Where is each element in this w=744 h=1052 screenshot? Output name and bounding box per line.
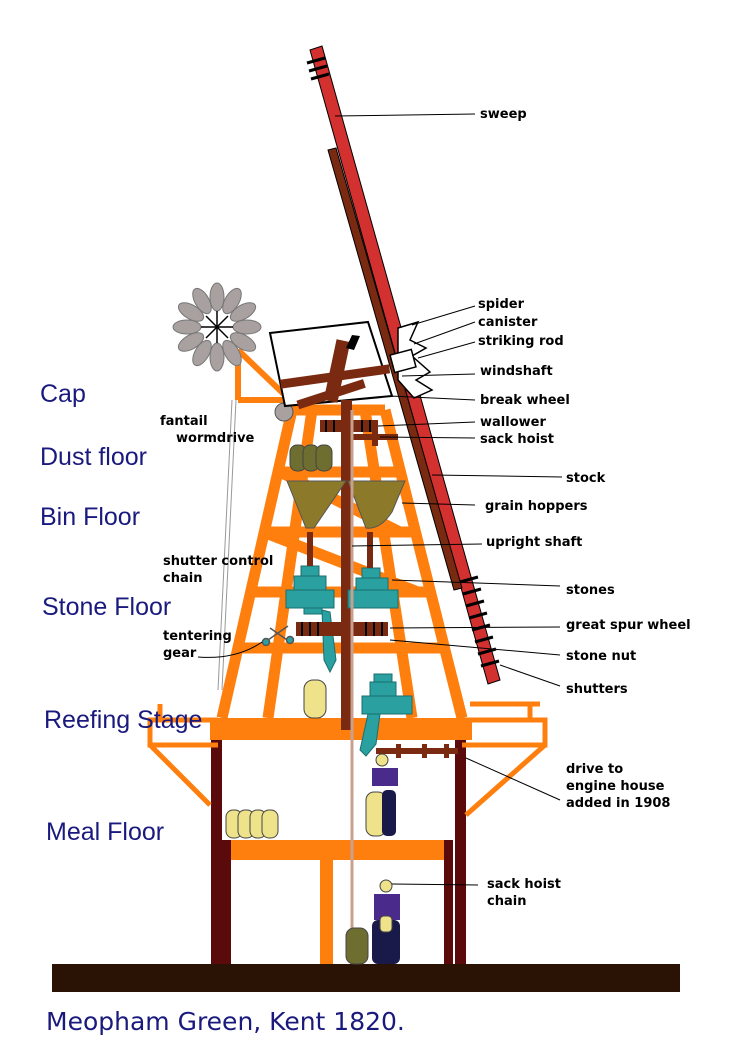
dust-floor-sacks — [289, 444, 333, 472]
miller-figure-lower — [345, 879, 400, 965]
stones-left — [285, 565, 335, 615]
label-sweep: sweep — [480, 107, 527, 122]
meal-chute — [321, 609, 337, 674]
label-upright-shaft: upright shaft — [486, 535, 582, 550]
floor-reefing: Reefing Stage — [44, 706, 202, 734]
label-break-wheel: break wheel — [480, 393, 570, 408]
label-shutters: shutters — [566, 682, 628, 697]
ground-bar — [52, 964, 680, 992]
label-shutter-control-1: shutter control — [163, 554, 273, 569]
floor-stone: Stone Floor — [42, 593, 171, 621]
label-grain-hoppers: grain hoppers — [485, 499, 588, 514]
label-stone-nut: stone nut — [566, 649, 636, 664]
label-wallower: wallower — [480, 415, 546, 430]
spider-canister — [389, 320, 434, 399]
leader-lines — [197, 113, 563, 886]
label-windshaft: windshaft — [480, 364, 553, 379]
floor-bin: Bin Floor — [40, 503, 140, 531]
meal-floor-beam — [231, 840, 444, 860]
label-stock: stock — [566, 471, 606, 486]
upright-shaft — [341, 400, 352, 730]
stones-right — [347, 567, 399, 609]
label-tentering-2: gear — [163, 646, 197, 661]
caption: Meopham Green, Kent 1820. — [46, 1007, 405, 1036]
shutter-control-chain-line — [217, 399, 233, 691]
floor-dust: Dust floor — [40, 443, 147, 471]
windshaft — [323, 339, 351, 403]
label-drive-3: added in 1908 — [566, 796, 670, 811]
label-canister: canister — [478, 315, 538, 330]
floor-meal: Meal Floor — [46, 818, 164, 846]
engine-drive-shaft — [376, 748, 458, 754]
label-fantail: fantail — [160, 414, 208, 429]
miller-figure-upper — [365, 753, 398, 837]
label-drive-1: drive to — [566, 762, 623, 777]
label-spider: spider — [478, 297, 525, 312]
floor-cap: Cap — [40, 380, 86, 408]
label-wormdrive: wormdrive — [176, 431, 255, 446]
label-great-spur-wheel: great spur wheel — [566, 618, 691, 633]
label-sack-chain-1: sack hoist — [487, 877, 561, 892]
lower-posts — [211, 728, 466, 964]
meal-floor-column — [320, 860, 333, 964]
label-sack-chain-2: chain — [487, 894, 526, 909]
label-tentering-1: tentering — [163, 629, 232, 644]
meal-floor-sacks — [225, 809, 279, 839]
label-striking-rod: striking rod — [478, 334, 564, 349]
meal-floor-stones — [359, 673, 413, 757]
label-shutter-control-2: chain — [163, 571, 202, 586]
reefing-stage-railings — [147, 701, 548, 817]
grain-hoppers — [286, 480, 406, 529]
label-sack-hoist: sack hoist — [480, 432, 554, 447]
label-stones: stones — [566, 583, 615, 598]
label-drive-2: engine house — [566, 779, 665, 794]
fantail-wheel — [172, 282, 262, 372]
stone-floor-sack — [303, 679, 327, 719]
tentering-gear — [261, 625, 295, 647]
